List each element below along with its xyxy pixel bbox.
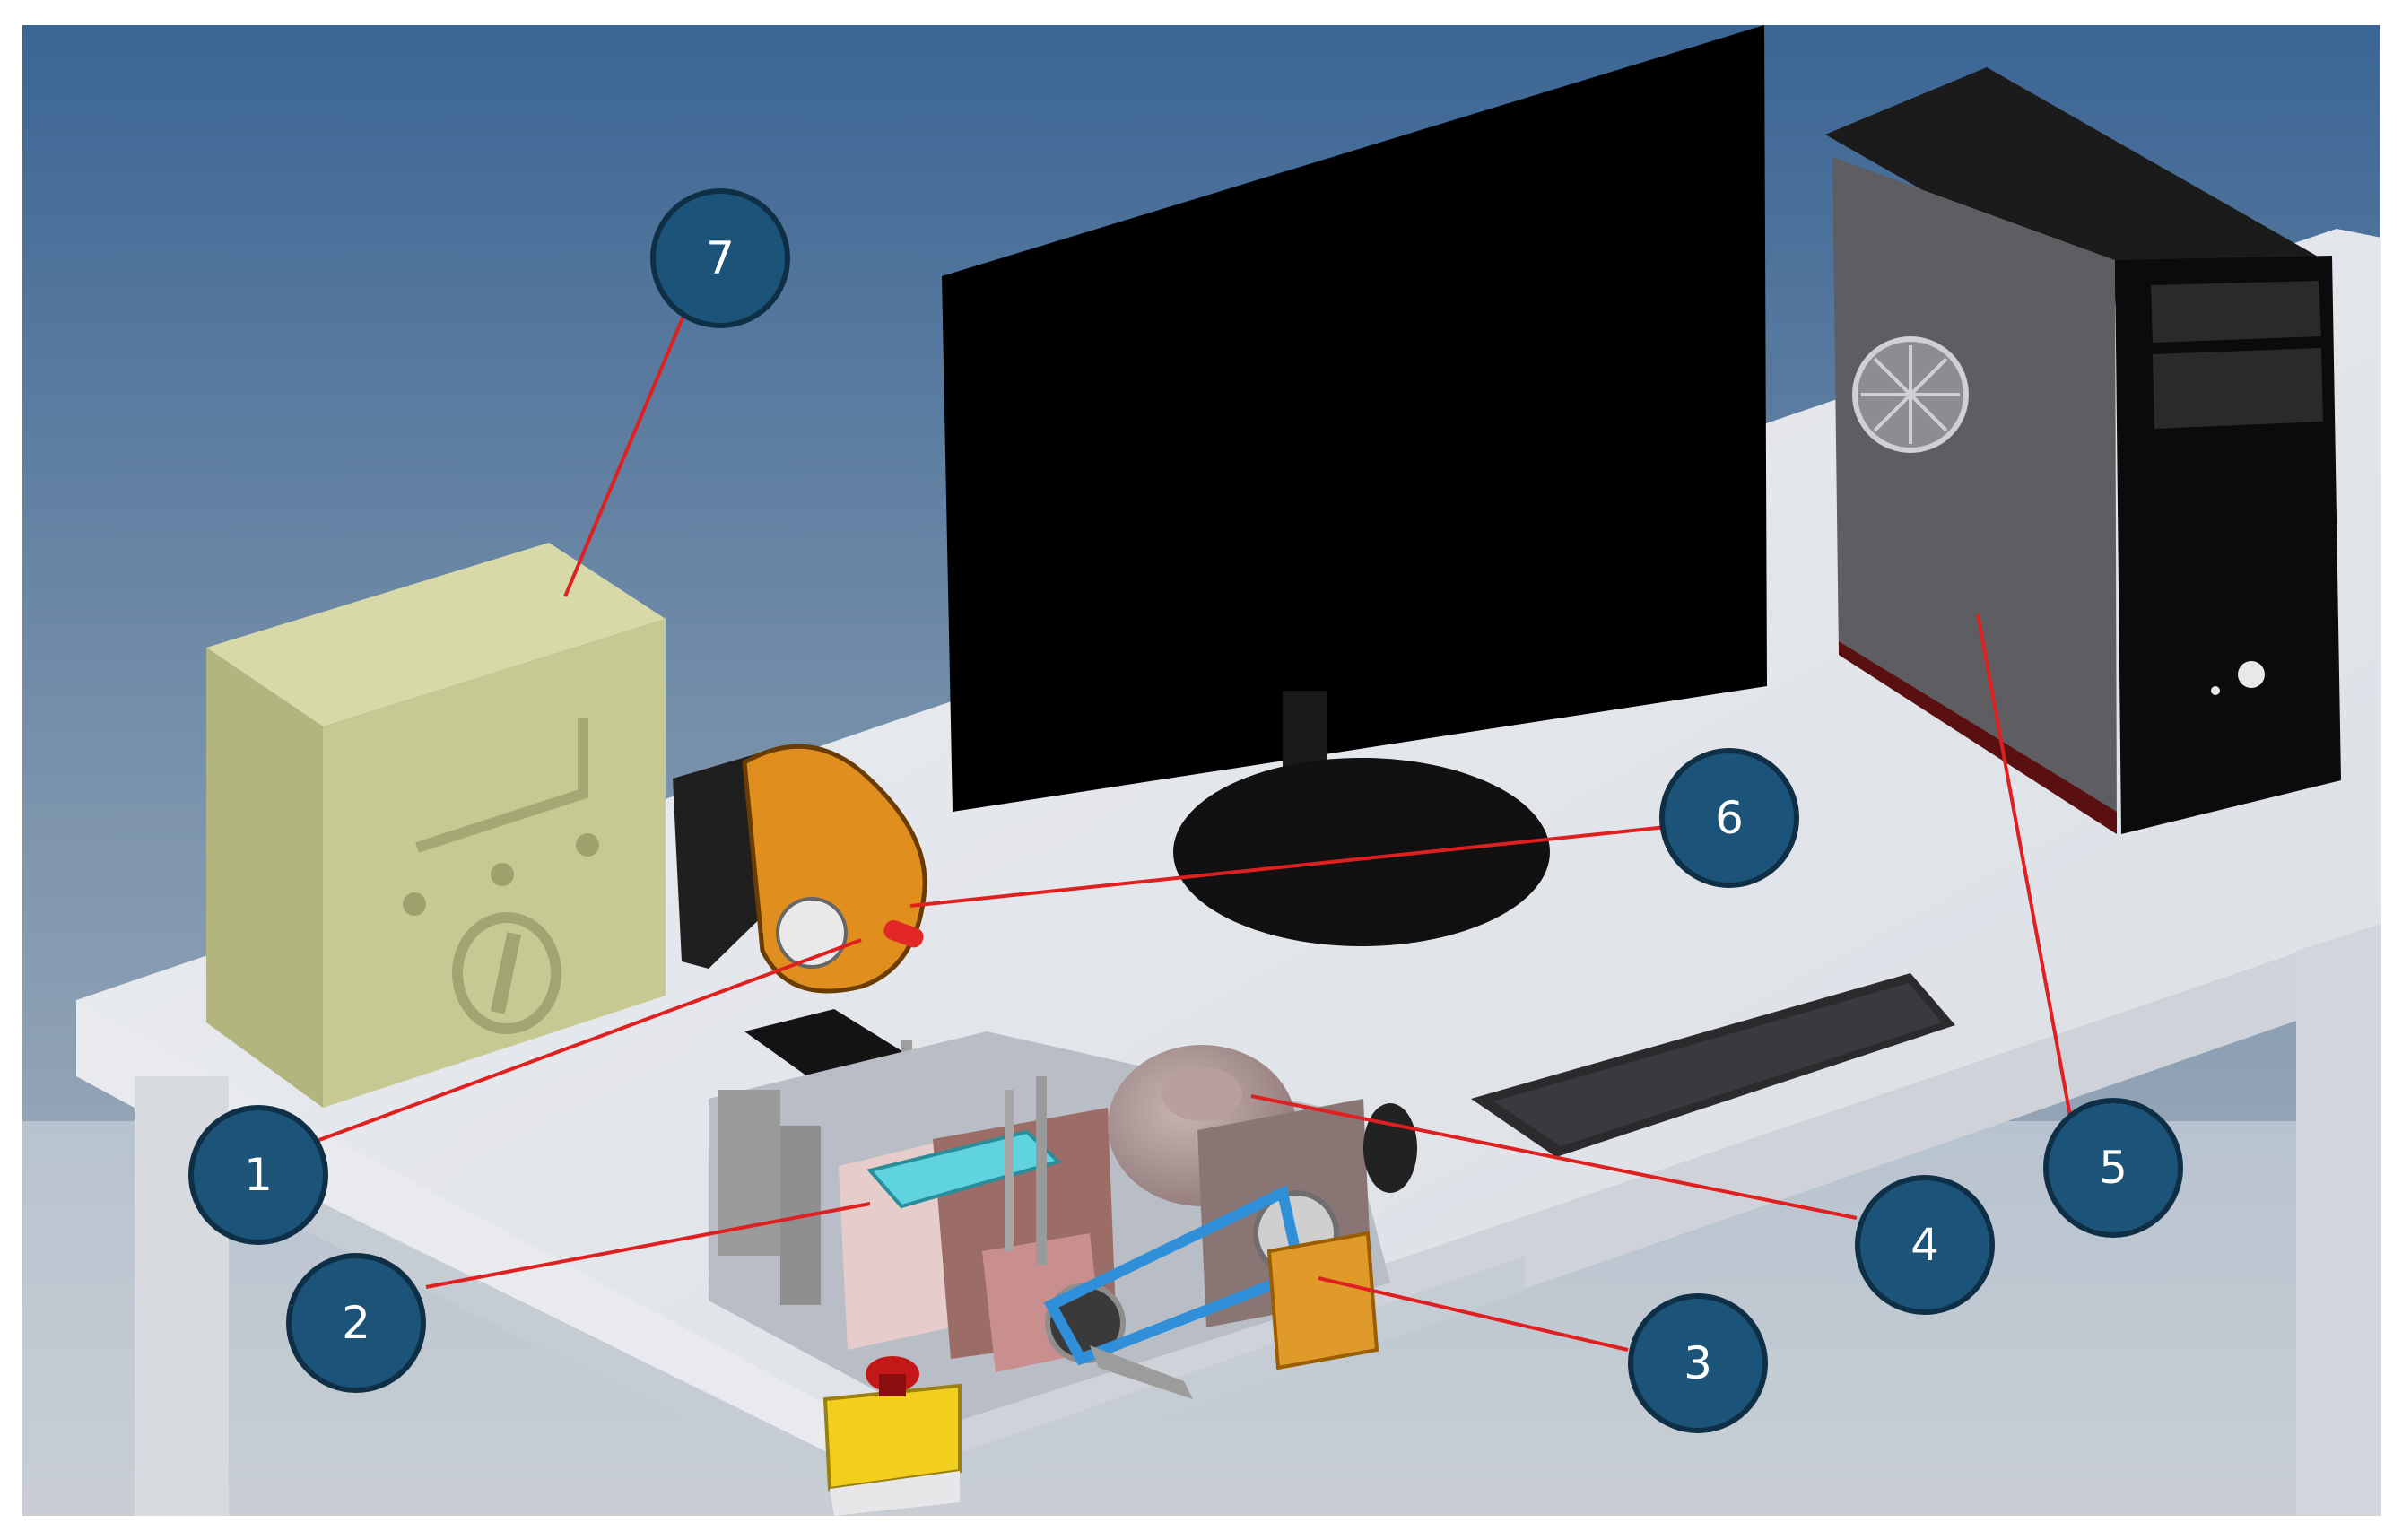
callout-1: 1: [188, 1105, 328, 1245]
leader-lines: [309, 313, 2074, 1352]
callout-1-label: 1: [244, 1149, 273, 1201]
leader-line-6: [909, 825, 1667, 908]
control-box: [206, 543, 666, 1108]
leader-line-4: [1250, 1094, 1858, 1220]
output-shaft: [1090, 1345, 1193, 1399]
callout-4: 4: [1855, 1175, 1995, 1315]
control-box-front: [206, 648, 323, 1108]
callout-5: 5: [2043, 1098, 2183, 1238]
tower-led: [2211, 686, 2220, 695]
computer-tower: [1825, 67, 2341, 834]
control-box-top: [206, 543, 666, 726]
callout-3-circle: [1628, 1293, 1768, 1433]
keyboard: [1471, 973, 1955, 1157]
keyboard-keys: [1493, 983, 1942, 1146]
callouts: 1 2 3 4 5 6 7: [188, 188, 2183, 1433]
monitor: [942, 25, 1767, 946]
jigsaw-blade-drive: [776, 897, 848, 969]
guide-rod-2: [1005, 1090, 1014, 1251]
belt-drive: [1043, 1103, 1417, 1399]
sensor-bracket: [1266, 1231, 1379, 1370]
tower-power-button: [2238, 661, 2265, 688]
leader-line-2: [425, 1202, 871, 1289]
control-knob-2: [491, 863, 514, 886]
emergency-stop: [822, 1356, 962, 1516]
leader-line-5: [1976, 613, 2074, 1127]
rig-handwheel: [1363, 1103, 1417, 1193]
callout-2-circle: [286, 1253, 426, 1393]
tower-fan-spoke-4: [1873, 357, 1948, 432]
tower-side: [1832, 157, 2117, 834]
callout-6-label: 6: [1715, 792, 1744, 844]
emergency-stop-stem: [879, 1374, 906, 1396]
leader-line-3: [1318, 1276, 1629, 1352]
callout-4-label: 4: [1910, 1219, 1939, 1271]
callout-3-label: 3: [1684, 1337, 1712, 1389]
tower-bottom-trim: [1839, 641, 2117, 834]
guide-rod: [1036, 1076, 1047, 1265]
emergency-stop-base: [830, 1471, 960, 1516]
control-knob-1: [403, 892, 426, 916]
table-leg-right: [2296, 924, 2381, 1516]
rotary-switch-pointer: [490, 932, 522, 1014]
leader-line-1: [309, 938, 862, 1145]
control-box-display-slot: [415, 718, 588, 853]
callout-6: 6: [1659, 748, 1799, 888]
callout-6-circle: [1659, 748, 1799, 888]
leader-line-7: [563, 313, 686, 597]
callout-2: 2: [286, 1253, 426, 1393]
motor-end-cap: [1162, 1067, 1242, 1121]
callout-1-circle: [188, 1105, 328, 1245]
monitor-stand-base: [1173, 758, 1550, 946]
monitor-screen: [942, 25, 1767, 812]
callout-2-label: 2: [342, 1297, 370, 1349]
callout-5-label: 5: [2099, 1142, 2128, 1194]
callout-7-circle: [650, 188, 790, 328]
jigsaw-trigger: [883, 919, 924, 948]
callout-7-label: 7: [706, 232, 735, 284]
control-knob-3: [576, 833, 599, 857]
callout-3: 3: [1628, 1293, 1768, 1433]
tower-front: [2115, 256, 2341, 834]
rotary-switch: [452, 912, 561, 1034]
tower-drive-bay-1: [2151, 281, 2321, 343]
callout-7: 7: [650, 188, 790, 328]
callout-5-circle: [2043, 1098, 2183, 1238]
callout-4-circle: [1855, 1175, 1995, 1315]
tower-drive-bay-2: [2153, 348, 2323, 429]
emergency-stop-box: [822, 1383, 962, 1492]
